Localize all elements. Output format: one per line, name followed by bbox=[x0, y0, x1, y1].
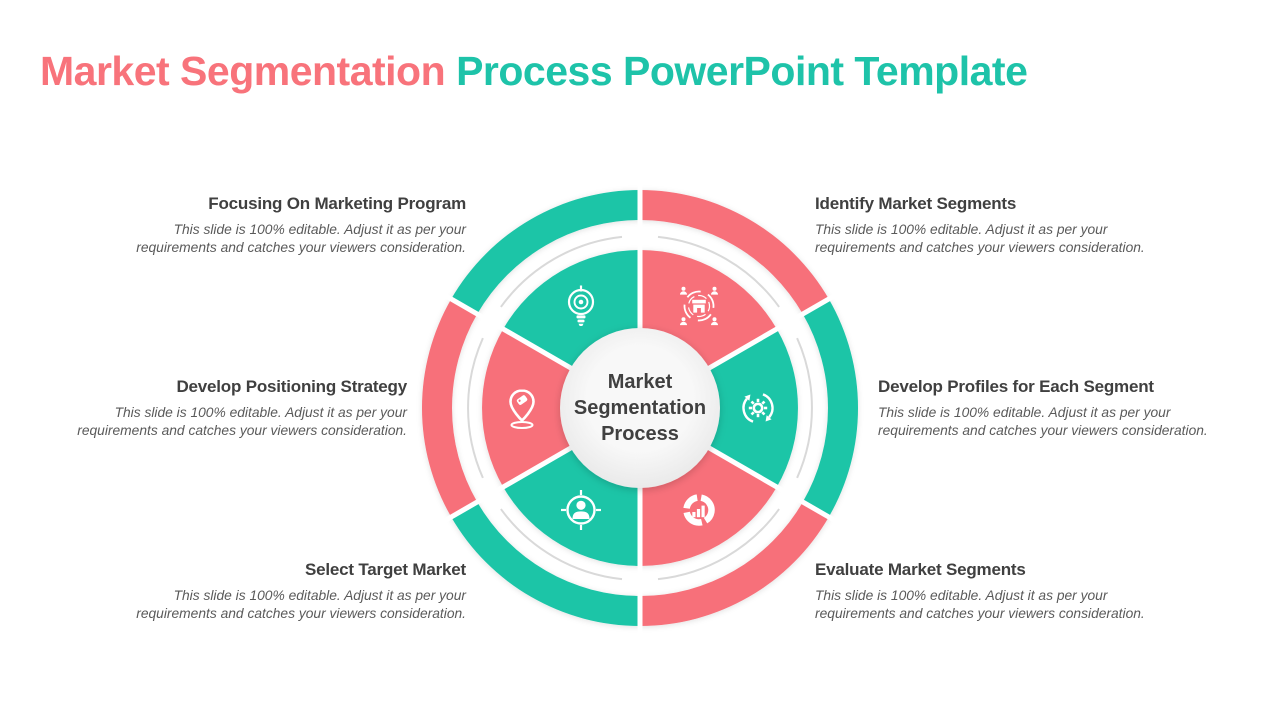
segment-block-develop-positioning-strategy: Develop Positioning Strategy This slide … bbox=[77, 377, 407, 439]
divider-arc bbox=[500, 235, 623, 308]
segment-heading: Develop Positioning Strategy bbox=[176, 377, 407, 396]
segment-block-develop-profiles-for-each-segment: Develop Profiles for Each Segment This s… bbox=[878, 377, 1208, 439]
bulb-target-icon bbox=[558, 283, 604, 329]
divider-arc bbox=[657, 235, 780, 308]
location-tag-icon bbox=[499, 385, 545, 431]
outer-arc-bottom-left bbox=[451, 502, 640, 626]
separator-line bbox=[699, 440, 837, 524]
segment-description: This slide is 100% editable. Adjust it a… bbox=[878, 405, 1208, 438]
segment-description: This slide is 100% editable. Adjust it a… bbox=[136, 222, 466, 255]
outer-arc-right bbox=[802, 299, 859, 517]
outer-arc-left bbox=[421, 299, 478, 517]
page-title-part1: Market Segmentation bbox=[40, 48, 446, 94]
segment-heading: Develop Profiles for Each Segment bbox=[878, 377, 1154, 396]
segment-heading: Evaluate Market Segments bbox=[815, 560, 1026, 579]
segment-block-select-target-market: Select Target Market This slide is 100% … bbox=[136, 560, 466, 622]
segment-description: This slide is 100% editable. Adjust it a… bbox=[77, 405, 407, 438]
process-wheel bbox=[421, 182, 859, 634]
divider-ring bbox=[467, 235, 813, 581]
gear-cycle-icon bbox=[735, 385, 781, 431]
segment-description: This slide is 100% editable. Adjust it a… bbox=[136, 588, 466, 621]
separator-line bbox=[443, 440, 581, 524]
segment-block-focusing-on-marketing-program: Focusing On Marketing Program This slide… bbox=[136, 194, 466, 256]
outer-arc-top-left bbox=[451, 190, 640, 314]
divider-arc bbox=[500, 508, 623, 581]
segment-block-identify-market-segments: Identify Market Segments This slide is 1… bbox=[815, 194, 1145, 256]
center-hub-circle bbox=[560, 328, 720, 488]
divider-arc bbox=[796, 337, 813, 479]
segment-heading: Identify Market Segments bbox=[815, 194, 1017, 213]
segment-heading: Focusing On Marketing Program bbox=[208, 194, 466, 213]
outer-arc-top-right bbox=[640, 190, 829, 314]
building-people-icon bbox=[676, 283, 722, 329]
separator-line bbox=[699, 292, 837, 376]
segment-heading: Select Target Market bbox=[304, 560, 466, 579]
segment-description: This slide is 100% editable. Adjust it a… bbox=[815, 588, 1145, 621]
page-title-part2: Process PowerPoint Template bbox=[456, 48, 1028, 94]
center-hub-label: Market Segmentation Process bbox=[573, 371, 707, 445]
divider-arc bbox=[657, 508, 780, 581]
outer-ring bbox=[421, 190, 859, 626]
donut-chart-icon bbox=[676, 487, 722, 533]
segment-block-evaluate-market-segments: Evaluate Market Segments This slide is 1… bbox=[815, 560, 1145, 622]
person-target-icon bbox=[558, 487, 604, 533]
divider-arc bbox=[467, 337, 484, 479]
segment-description: This slide is 100% editable. Adjust it a… bbox=[815, 222, 1145, 255]
separator-line bbox=[443, 292, 581, 376]
page-title: Market Segmentation Process PowerPoint T… bbox=[40, 48, 1028, 95]
sector-separators bbox=[443, 182, 837, 634]
outer-arc-bottom-right bbox=[640, 502, 829, 626]
